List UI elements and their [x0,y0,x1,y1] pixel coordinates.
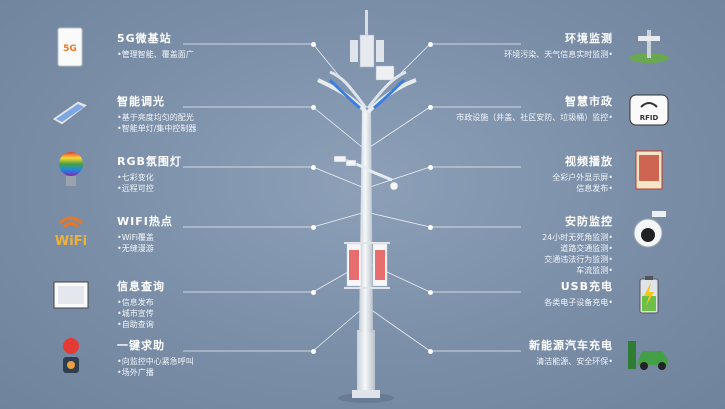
sos-button-icon [48,333,94,379]
feature-sos: 一键求助 •向监控中心紧急呼叫 •场外广播 [63,337,317,397]
feature-title: USB充电 [560,280,613,293]
connector-line [312,106,363,148]
svg-text:RFID: RFID [640,114,659,122]
connector-line [312,212,363,228]
feature-title: 新能源汽车充电 [529,339,613,352]
feature-5g: 5G 5G微基站 •管理智能、覆盖面广 [57,27,317,90]
feature-bullets: 环境污染、天气信息实时监测• [504,49,613,60]
connector-dot [427,41,433,47]
feature-bullets: 清洁能源、安全环保• [536,356,613,367]
connector-line [312,166,363,188]
feature-title: RGB氛围灯 [117,155,182,168]
rfid-tag-icon: RFID [626,89,672,135]
feature-bullet: •管理智能、覆盖面广 [117,50,194,59]
feature-bullets: •管理智能、覆盖面广 [117,49,194,60]
feature-bullets: 各类电子设备充电• [544,297,613,308]
feature-title: WIFI热点 [117,215,173,228]
feature-bullet: 环境污染、天气信息实时监测• [504,50,613,59]
feature-title: 安防监控 [565,215,613,228]
connector-dot [310,289,316,295]
feature-bullets: •WiFi覆盖 •无缝漫游 [117,232,154,254]
feature-bullet: 各类电子设备充电• [544,298,613,307]
feature-rgb: RGB氛围灯 •七彩变化 •远程可控 [59,152,317,213]
rgb-bulb-icon [48,149,94,195]
feature-bullet: •WiFi覆盖 [117,233,154,242]
feature-bullet: •基于亮度均匀的配光 [117,113,194,122]
connector-dot [427,224,433,230]
battery-charge-icon [626,274,672,320]
pole-shaft [359,110,373,332]
connector-line [369,308,431,352]
connector-line [312,308,363,352]
connector-line [369,166,431,188]
feature-wifi: WiFi WIFI热点 •WiFi覆盖 •无缝漫游 [55,213,317,273]
feature-bullet: •智能单灯/集中控制器 [117,124,197,133]
connector-dot [427,289,433,295]
feature-bullet: 市政设施（井盖、社区安防、垃圾桶）监控• [456,113,613,122]
connector-dot [310,164,316,170]
feature-bullet: •自助查询 [117,320,154,329]
feature-title: 智能调光 [117,95,165,108]
feature-video: 视频播放全彩户外显示屏• 信息发布• [393,150,663,213]
feature-bullets: 24小时无死角监测• 道路交通监测• 交通违法行为监测• 车流监测• [542,232,613,276]
feature-bullets: •信息发布 •城市宣传 •自助查询 [117,297,154,330]
feature-title: 5G微基站 [117,32,172,45]
feature-bullets: 市政设施（井盖、社区安防、垃圾桶）监控• [456,112,613,123]
feature-bullets: •七彩变化 •远程可控 [117,172,154,194]
ev-charging-icon [626,333,672,379]
feature-title: 信息查询 [117,280,165,293]
feature-ev: 新能源汽车充电清洁能源、安全环保• [393,337,668,397]
feature-bullet: •七彩变化 [117,173,154,182]
svg-text:WiFi: WiFi [55,234,87,249]
feature-bullet: 全彩户外显示屏• [552,173,613,182]
feature-title: 视频播放 [565,155,613,168]
connector-dot [310,348,316,354]
feature-env: 环境监测环境污染、天气信息实时监测• [393,30,669,90]
feature-bullet: 交通违法行为监测• [544,255,613,264]
street-light-head-icon [48,89,94,135]
pole-base [357,330,375,398]
connector-line [369,106,431,148]
connector-dot [310,224,316,230]
svg-text:5G: 5G [63,44,77,54]
feature-bullet: •向监控中心紧急呼叫 [117,357,194,366]
connector-dot [427,104,433,110]
feature-bullet: 清洁能源、安全环保• [536,357,613,366]
environment-monitor-icon [626,26,672,72]
feature-bullets: •基于亮度均匀的配光 •智能单灯/集中控制器 [117,112,196,134]
connector-dot [310,104,316,110]
feature-usb: USB充电各类电子设备充电• [393,276,659,338]
outdoor-display-icon [626,149,672,195]
feature-info: 信息查询 •信息发布 •城市宣传 •自助查询 [53,278,317,338]
feature-bullet: 24小时无死角监测• [542,233,613,242]
feature-title: 一键求助 [117,339,165,352]
connector-dot [427,348,433,354]
feature-bullets: 全彩户外显示屏• 信息发布• [552,172,613,194]
feature-bullet: •无缝漫游 [117,244,154,253]
feature-bullets: •向监控中心紧急呼叫 •场外广播 [117,356,194,378]
connector-dot [310,41,316,47]
5g-base-station-icon: 5G [48,26,94,72]
feature-bullet: 道路交通监测• [560,244,613,253]
info-screen-icon [48,274,94,320]
feature-municipal: RFID 智慧市政市政设施（井盖、社区安防、垃圾桶）监控• [393,93,669,153]
feature-title: 智慧市政 [565,95,613,108]
feature-bullet: •城市宣传 [117,309,154,318]
feature-bullet: •场外广播 [117,368,154,377]
connector-dot [427,164,433,170]
feature-bullet: 车流监测• [576,266,613,275]
feature-security: 安防监控 24小时无死角监测• 道路交通监测• 交通违法行为监测• 车流监测• [393,211,666,276]
feature-bullet: •远程可控 [117,184,154,193]
feature-bullet: •信息发布 [117,298,154,307]
dome-camera-icon [626,209,672,255]
wifi-hotspot-icon: WiFi [48,209,94,255]
feature-dimming: 智能调光 •基于亮度均匀的配光 •智能单灯/集中控制器 [51,93,317,153]
connector-line [369,212,431,228]
feature-title: 环境监测 [565,32,613,45]
feature-bullet: 信息发布• [576,184,613,193]
